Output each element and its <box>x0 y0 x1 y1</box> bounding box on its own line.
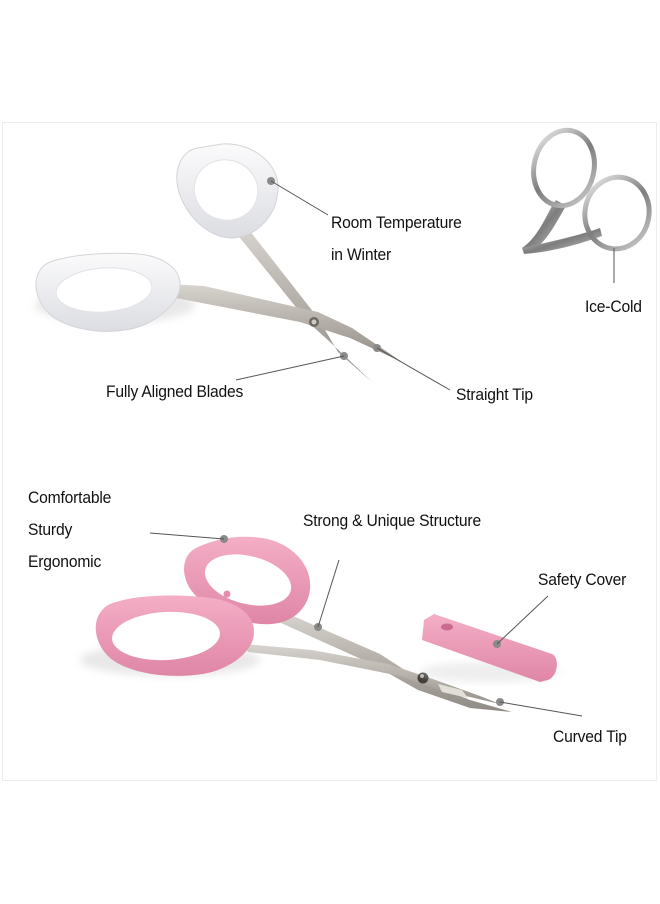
bottom-callout-lines <box>149 532 583 717</box>
pink-scissors <box>80 536 520 712</box>
label-straight-tip: Straight Tip <box>456 385 533 404</box>
label-strong-unique-structure: Strong & Unique Structure <box>303 511 481 530</box>
top-callout-lines <box>235 177 451 391</box>
label-comfortable: Comfortable <box>28 488 112 507</box>
label-in-winter: in Winter <box>331 245 392 264</box>
label-fully-aligned-blades: Fully Aligned Blades <box>106 382 244 401</box>
label-sturdy: Sturdy <box>28 520 73 539</box>
ice-cold-inset <box>522 127 652 254</box>
white-scissors <box>35 143 402 382</box>
safety-cover <box>420 614 560 682</box>
label-ergonomic: Ergonomic <box>28 552 102 571</box>
label-safety-cover: Safety Cover <box>538 570 627 589</box>
label-room-temperature: Room Temperature <box>331 213 462 232</box>
label-curved-tip: Curved Tip <box>553 727 627 746</box>
label-ice-cold: Ice-Cold <box>585 297 642 316</box>
